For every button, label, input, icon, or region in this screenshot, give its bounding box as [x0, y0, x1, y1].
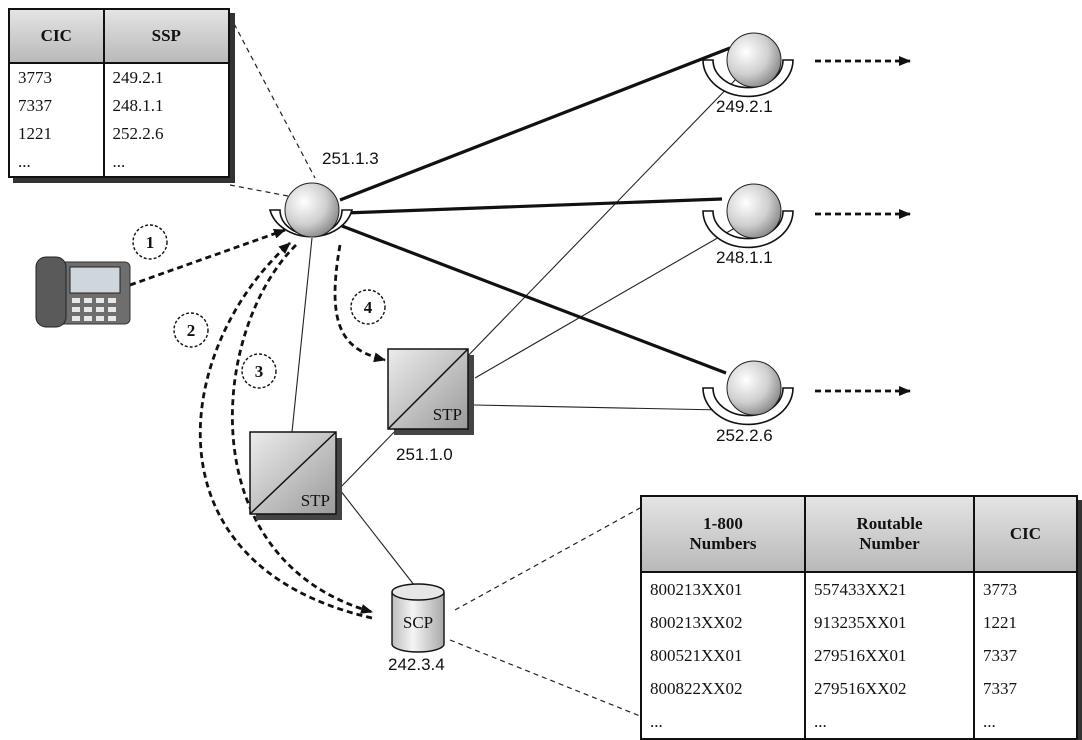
table-cell: ...	[640, 705, 806, 739]
ssp-switch-icon-3	[702, 360, 794, 426]
table-row: 800521XX01 279516XX01 7337	[640, 639, 1078, 672]
ssp-1-address: 249.2.1	[716, 97, 773, 116]
table-row: 800822XX02 279516XX02 7337	[640, 672, 1078, 705]
table-cell: 279516XX02	[804, 672, 975, 705]
table-cell: 800521XX01	[640, 639, 806, 672]
table-row: 3773 249.2.1	[8, 63, 231, 92]
step-1-label: 1	[146, 233, 155, 252]
step-2-circle	[173, 312, 209, 348]
table-row: 800213XX01 557433XX21 3773	[640, 572, 1078, 606]
table-row: ... ... ...	[640, 705, 1078, 739]
routing-table-header-row: 1-800 Numbers Routable Number CIC	[640, 495, 1078, 573]
table-cell: 3773	[973, 572, 1078, 606]
table-cell: 557433XX21	[804, 572, 975, 606]
message-flows	[129, 56, 911, 620]
table-cell: 800213XX01	[640, 572, 806, 606]
scp-label: SCP	[403, 613, 433, 632]
trunk-lines	[339, 46, 731, 375]
scp-address: 242.3.4	[388, 655, 445, 674]
flow-2	[198, 241, 373, 620]
ssp-2-address: 248.1.1	[716, 248, 773, 267]
cic-table-header: SSP	[102, 8, 231, 64]
step-4-circle	[350, 289, 386, 325]
table-cell: 252.2.6	[102, 120, 231, 148]
stp-icon-lower	[249, 431, 342, 520]
table-cell: 3773	[8, 63, 105, 92]
routing-table: 1-800 Numbers Routable Number CIC 800213…	[640, 495, 1078, 740]
stp-lower-label: STP	[301, 491, 330, 510]
ssp-3-address: 252.2.6	[716, 426, 773, 445]
table-cell: 7337	[8, 92, 105, 120]
table-cell: ...	[8, 148, 105, 177]
table-cell: ...	[102, 148, 231, 177]
table-row: ... ...	[8, 148, 231, 177]
routing-table-header: CIC	[973, 495, 1078, 573]
flow-3	[231, 244, 373, 614]
cic-table-header: CIC	[8, 8, 105, 64]
table-cell: 279516XX01	[804, 639, 975, 672]
table-cell: 1221	[8, 120, 105, 148]
table-cell: ...	[973, 705, 1078, 739]
routing-table-header: Routable Number	[804, 495, 975, 573]
step-1-circle	[132, 224, 168, 260]
routing-table-header: 1-800 Numbers	[640, 495, 806, 573]
desk-phone-icon	[35, 256, 131, 328]
step-3-circle	[241, 353, 277, 389]
table-cell: 1221	[973, 606, 1078, 639]
step-4-label: 4	[364, 298, 373, 317]
originating-ssp-address: 251.1.3	[322, 149, 379, 168]
database-icon	[391, 583, 445, 653]
table-row: 1221 252.2.6	[8, 120, 231, 148]
table-row: 800213XX02 913235XX01 1221	[640, 606, 1078, 639]
callout-lines	[229, 15, 641, 717]
cic-ssp-table: CIC SSP 3773 249.2.1 7337 248.1.1 1221 2…	[8, 8, 231, 178]
step-3-label: 3	[255, 362, 264, 381]
table-cell: 7337	[973, 639, 1078, 672]
table-cell: 248.1.1	[102, 92, 231, 120]
stp-upper-label: STP	[433, 405, 462, 424]
step-2-label: 2	[187, 321, 196, 340]
table-cell: 913235XX01	[804, 606, 975, 639]
ssp-switch-icon-1	[702, 32, 794, 98]
table-cell: 249.2.1	[102, 63, 231, 92]
table-cell: ...	[804, 705, 975, 739]
table-cell: 7337	[973, 672, 1078, 705]
stp-icon-upper	[387, 348, 474, 435]
table-row: 7337 248.1.1	[8, 92, 231, 120]
step-markers	[132, 224, 386, 389]
table-cell: 800822XX02	[640, 672, 806, 705]
flow-1	[129, 228, 286, 287]
cic-table-header-row: CIC SSP	[8, 8, 231, 64]
ssp-switch-icon-originating	[268, 182, 354, 238]
ssp-switch-icon-2	[702, 183, 794, 249]
table-cell: 800213XX02	[640, 606, 806, 639]
ss7-network-diagram: 1 2 3 4 251.1.3 249.2.1 248.1.1 252.2.6 …	[35, 15, 911, 717]
stp-address: 251.1.0	[396, 445, 453, 464]
